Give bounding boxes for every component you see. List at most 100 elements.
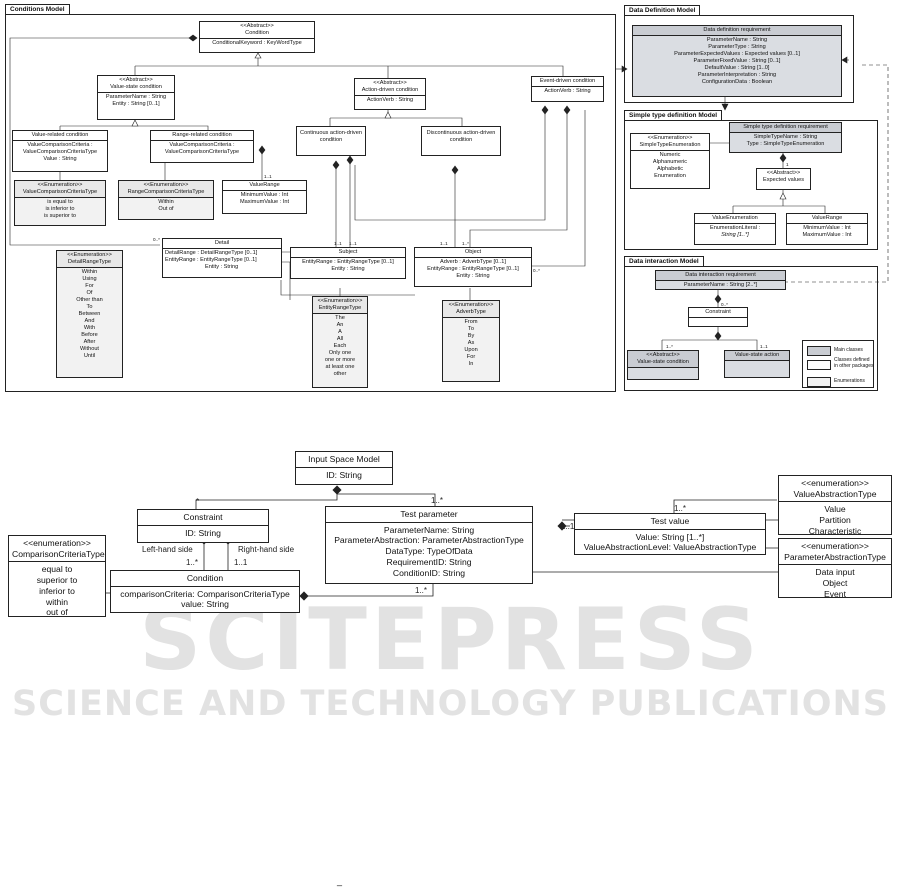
enum-value: other — [333, 370, 347, 377]
condition-attr: ConditionalKeyword : KeyWordType — [212, 39, 302, 46]
mult-label: 1..* — [462, 241, 469, 246]
enum-value: Partition — [819, 515, 851, 526]
enum-value: Event — [824, 588, 846, 599]
enum-value: Without — [80, 345, 99, 352]
expected-values-class: <<Abstract>>Expected values — [756, 168, 811, 190]
attr: EntityRange : EntityRangeType [0..1] — [427, 265, 519, 272]
attr: ActionVerb : String — [544, 87, 591, 94]
enum-value: For — [466, 353, 476, 360]
input-space-model-class: Input Space Model ID: String — [295, 451, 393, 485]
stereotype: <<Enumeration>> — [37, 182, 83, 188]
discontinuous-class: Discontinuous action-driven condition — [421, 126, 501, 156]
data-definition-requirement: Data definition requirement ParameterNam… — [632, 25, 842, 97]
attr: EnumerationLiteral : — [709, 224, 761, 231]
enum-value: Enumeration — [654, 172, 686, 179]
conditions-package-tab: Conditions Model — [5, 4, 70, 14]
attr: Type : SimpleTypeEnumeration — [746, 140, 825, 147]
attr: ParameterInterpretation : String — [697, 71, 777, 78]
enum-value: Out of — [158, 205, 174, 212]
test-parameter-class: Test parameter ParameterName: String Par… — [325, 506, 533, 584]
legend-swatch-main — [807, 346, 831, 356]
stereotype: <<Enumeration>> — [67, 252, 112, 258]
class-title: Continuous action-driven condition — [300, 130, 362, 143]
value-state-class: <<Abstract>>Value-state condition Parame… — [97, 75, 175, 120]
class-title: Object — [464, 249, 482, 255]
attr: ParameterName: String — [383, 524, 475, 535]
stereotype: <<enumeration>> — [801, 478, 869, 488]
attr: Adverb : AdverbType [0..1] — [440, 258, 506, 265]
enum-value: Each — [333, 342, 347, 349]
attr: ConfigurationData : Boolean — [701, 78, 773, 85]
class-title: Value-related condition — [31, 132, 89, 138]
attr: comparisonCriteria: ComparisonCriteriaTy… — [120, 588, 290, 599]
class-title: Event-driven condition — [539, 78, 596, 84]
attr: MaximumValue : Int — [239, 198, 289, 205]
detail-range-enum: <<Enumeration>>DetailRangeType Within Us… — [56, 250, 123, 378]
attr: ParameterType : String — [708, 43, 766, 50]
class-title: SimpleTypeEnumeration — [639, 141, 701, 148]
attr: ID: String — [185, 527, 221, 538]
class-title: ParameterAbstractionType — [784, 551, 886, 562]
class-title: Test parameter — [400, 509, 458, 519]
attr: Entity : String — [331, 265, 365, 272]
stereotype: <<Enumeration>> — [647, 135, 693, 141]
stereotype: <<Abstract>> — [119, 77, 153, 83]
detail-class: Detail DetailRange : DetailRangeType [0.… — [162, 238, 282, 278]
class-title: RangeComparisonCriteriaType — [127, 188, 205, 195]
enum-value: Alphanumeric — [652, 158, 688, 165]
mult-label: 0..* — [533, 268, 540, 273]
watermark-tagline: SCIENCE AND TECHNOLOGY PUBLICATIONS — [12, 684, 889, 724]
enum-value: To — [86, 303, 93, 310]
enum-value: Characteristic — [808, 525, 862, 536]
attr: value: String — [181, 599, 229, 610]
attr: ParameterName : String — [105, 93, 167, 100]
vcc-enum: <<Enumeration>>ValueComparisonCriteriaTy… — [14, 180, 106, 226]
event-driven-class: Event-driven condition ActionVerb : Stri… — [531, 76, 604, 102]
class-title: Subject — [338, 249, 358, 255]
stereotype: <<enumeration>> — [801, 541, 869, 551]
enum-value: After — [83, 338, 96, 345]
attr: Entity : String — [456, 272, 490, 279]
class-title: ValueRange — [249, 182, 280, 188]
condition-class-2: Condition comparisonCriteria: Comparison… — [110, 570, 300, 613]
simple-type-package — [624, 120, 878, 250]
enum-value: Within — [81, 268, 98, 275]
attr: MinimumValue : Int — [240, 191, 289, 198]
attr: ParameterName : String [2..*] — [683, 281, 758, 288]
enum-value: Other than — [76, 296, 103, 303]
enum-value: All — [336, 335, 344, 342]
enum-value: Only one — [328, 349, 352, 356]
simple-type-requirement: Simple type definition requirement Simpl… — [729, 122, 842, 153]
attr: ValueComparisonCriteriaType — [164, 148, 240, 155]
range-related-class: Range-related condition ValueComparisonC… — [150, 130, 254, 163]
class-title: DetailRangeType — [68, 258, 111, 265]
right-hand-side-label: Right-hand side — [238, 545, 295, 554]
class-title: ComparisonCriteriaType — [12, 548, 105, 559]
class-title: AdverbType — [456, 308, 486, 315]
enum-value: Object — [822, 578, 848, 589]
mult-label: 1..1 — [349, 241, 357, 246]
enum-value: Data input — [815, 567, 855, 578]
entity-range-enum: <<Enumeration>>EntityRangeType The An A … — [312, 296, 368, 388]
attr: Value : String — [43, 155, 77, 162]
class-title: Value-state condition — [637, 358, 689, 365]
left-hand-side-label: Left-hand side — [142, 545, 193, 554]
mult-label: 0..* — [721, 302, 728, 307]
stereotype: <<Abstract>> — [766, 170, 801, 176]
enum-value: In — [468, 360, 474, 367]
simple-type-tab: Simple type definition Model — [624, 110, 723, 120]
enum-value: As — [467, 339, 475, 346]
enum-value: And — [84, 317, 95, 324]
value-enumeration-class: ValueEnumeration EnumerationLiteral :Str… — [694, 213, 776, 245]
enum-value: Numeric — [659, 151, 681, 158]
mult-label: 1..* — [415, 586, 428, 595]
enum-value: at least one — [325, 363, 355, 370]
data-interaction-requirement: Data interaction requirement ParameterNa… — [655, 270, 786, 290]
mult-label: 1..1 — [561, 522, 575, 531]
class-title: Condition — [186, 573, 224, 583]
class-title: Action-driven condition — [361, 86, 419, 93]
enum-value: is equal to — [47, 198, 73, 205]
attr: ActionVerb : String — [366, 96, 414, 103]
